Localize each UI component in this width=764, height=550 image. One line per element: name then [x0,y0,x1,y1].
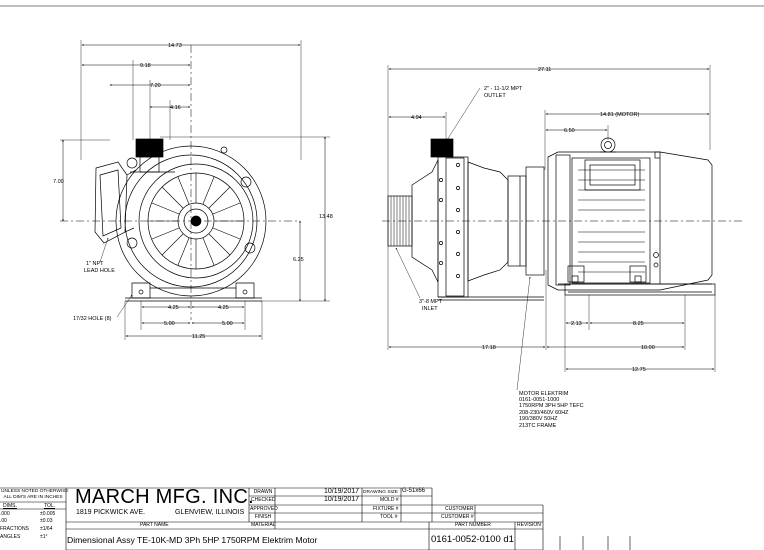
callout-lead-hole-2: LEAD HOLE [84,268,115,274]
dim-shaft-height: 6.25 [293,257,304,263]
tolerance-header-2: ALL DIM'S ARE IN INCHES [3,495,63,500]
drawn-date: 10/19/2017 [324,488,360,495]
label-tool: TOOL # [380,514,398,520]
tolerance-col-tol: TOL. [44,503,56,509]
dim-shaft-offset: 4.16 [170,105,181,111]
side-view [382,65,745,391]
motor-note-1: MOTOR ELEKTRIM [519,391,569,397]
dim-outlet-offset: 7.20 [150,83,161,89]
tolerance-header-1: UNLESS NOTED OTHERWISE [1,489,69,494]
part-number: 0161-0052-0100 d1 [431,534,514,545]
dim-base-length: 12.75 [632,367,646,373]
tolerance-dim-3: ANGLES [0,534,21,540]
title-block-grid [0,487,631,550]
label-mold: MOLD # [380,497,399,503]
label-fixture: FIXTURE # [373,506,399,512]
tolerance-dim-0: .000 [0,511,10,517]
tolerance-col-dims: DIMS. [3,503,17,509]
motor-note-2: 0161-0051-1000 [519,397,559,403]
dim-pump-length: 17.18 [482,345,496,351]
label-part-name: PART NAME [140,522,169,528]
checked-date: 10/19/2017 [324,496,360,503]
label-customer: CUSTOMER [445,506,474,512]
callout-lead-hole-1: 1" NPT [86,261,104,267]
tolerance-tol-1: ±0.03 [40,518,53,524]
dim-half-width: 9.18 [140,63,151,69]
dim-motor-half: 6.50 [564,128,575,134]
label-part-number: PART NUMBER [455,522,491,528]
tolerance-dim-2: FRACTIONS [0,526,29,532]
callout-outlet-2: OUTLET [484,93,506,99]
dim-overall-height: 13.48 [319,214,333,220]
callout-inlet-2: INLET [422,306,438,312]
label-finish: FINISH [254,514,272,520]
dim-overall-width: 14.73 [168,43,182,49]
dim-foot-span: 10.00 [641,345,655,351]
part-name: Dimensional Assy TE-10K-MD 3Ph 5HP 1750R… [67,535,318,545]
label-drawn: DRAWN [253,489,273,495]
motor-note-6: 213TC FRAME [519,423,557,429]
tolerance-tol-3: ±1° [40,534,48,540]
front-view-dimensions: 14.73 9.18 7.20 4.16 7.00 13.48 6.25 4.2… [53,43,333,340]
company-name: MARCH MFG. INC. [75,486,254,508]
dim-outlet-to-end: 4.94 [411,115,422,121]
motor-note-4: 208-230/460V 60HZ [519,410,569,416]
tolerance-tol-2: ±1/64 [40,526,53,532]
label-approved: APPROVED [250,506,278,512]
dim-base-width: 11.25 [192,334,205,340]
label-checked: CHECKED [251,497,276,503]
company-city: GLENVIEW, ILLINOIS [175,509,245,516]
tolerance-tol-0: ±0.005 [40,511,56,517]
dim-overall-length: 27.11 [538,67,551,73]
front-view [60,40,330,340]
callout-outlet-1: 2" - 11-1/2 MPT [484,86,523,92]
tolerance-dim-1: .00 [0,518,7,524]
dim-side-height: 7.00 [53,179,64,185]
company-address: 1819 PICKWICK AVE. [76,509,146,516]
side-view-dimensions: 27.11 4.94 14.81 (MOTOR) 6.50 2.13 8.25 … [411,67,655,429]
dim-bolt-right: 5.00 [222,321,233,327]
dim-foot-right: 4.25 [218,305,229,311]
dim-foot-b: 8.25 [633,321,644,327]
label-revision: REVISION [517,522,541,528]
dim-bolt-left: 5.00 [164,321,175,327]
label-material: MATERIAL [251,522,276,528]
motor-note-5: 190/380V 50HZ [519,416,558,422]
label-drawing-size: DRAWING SIZE [363,490,398,495]
motor-note-3: 1750RPM 3PH 5HP TEFC [519,403,584,409]
callout-inlet-1: 3"-8 MPT [419,299,443,305]
callout-hole: 17/32 HOLE (8) [73,316,112,322]
dim-foot-a: 2.13 [571,321,582,327]
dim-foot-left: 4.25 [168,305,179,311]
dim-motor-length: 14.81 (MOTOR) [600,112,639,118]
drawing-size: G-51x66 [402,488,426,494]
label-customer-no: CUSTOMER # [441,514,474,520]
